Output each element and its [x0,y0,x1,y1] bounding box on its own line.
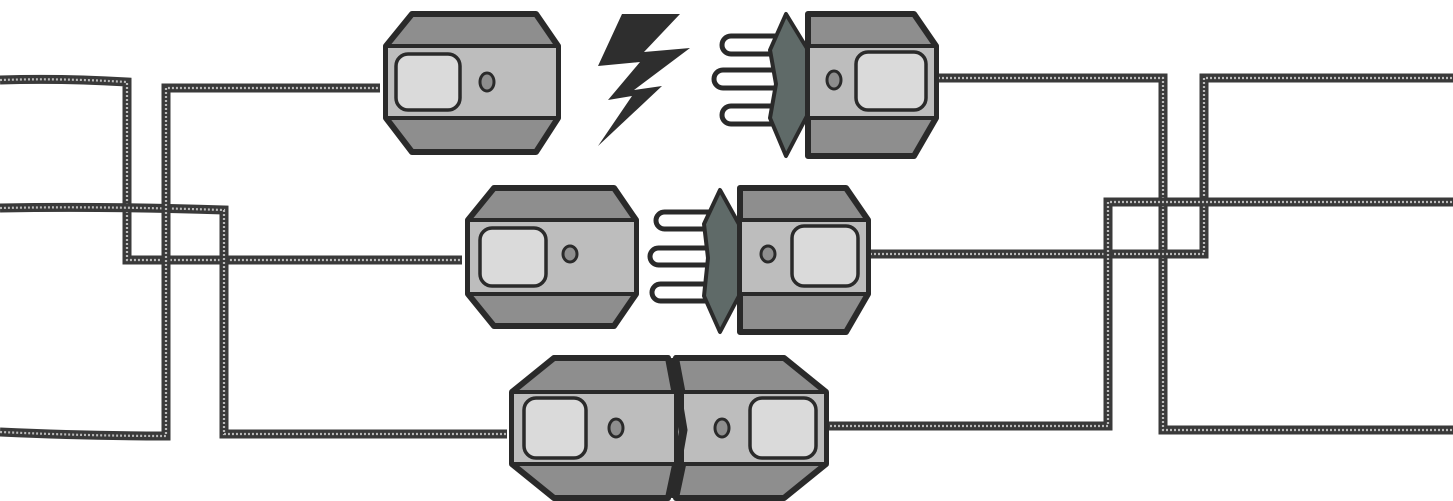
connector-pair-bottom [509,355,829,501]
wires-left [0,74,507,441]
connector-socket-icon [647,185,871,335]
lightning-bolt-icon [598,14,690,146]
connector-plug-icon [509,355,685,501]
wire-right-c [826,197,1453,431]
wire-left-c [0,83,380,441]
wire-left-b [0,202,507,439]
connector-socket-icon [711,11,939,159]
connector-pair-top [383,11,939,159]
connector-plug-icon [465,185,639,329]
connector-seam [668,357,688,499]
wire-left-a [0,74,462,265]
wires-right [826,73,1453,435]
connector-plug-icon [383,11,561,155]
connector-socket-icon [673,355,829,501]
wire-right-b [870,73,1453,259]
connector-pair-middle [465,185,871,335]
